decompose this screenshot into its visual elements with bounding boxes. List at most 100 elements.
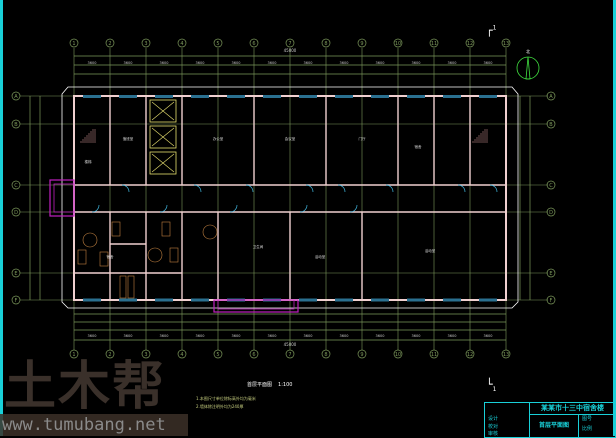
drawing-title: 首层平面图 1:100 xyxy=(247,381,292,388)
axis-bubble xyxy=(11,207,21,217)
sheet-name: 首层平面图 xyxy=(529,414,579,437)
window xyxy=(407,95,425,98)
section-mark-bottom: └1 xyxy=(486,378,497,394)
elevator-cross xyxy=(151,153,175,173)
axis-label: 5 xyxy=(216,41,219,47)
label-review: 审核 xyxy=(488,431,499,437)
axis-label: C xyxy=(14,183,18,189)
furniture-bed xyxy=(99,251,109,267)
room-label: 楼梯 xyxy=(85,159,92,164)
furniture-bed xyxy=(161,221,171,237)
dimension-text: 3600 xyxy=(232,334,241,338)
axis-label: 3 xyxy=(144,352,147,358)
axis-label: F xyxy=(15,298,18,304)
axis-label: D xyxy=(549,210,553,216)
dimension-text: 3600 xyxy=(268,334,277,338)
axis-bubble xyxy=(249,349,259,359)
dimension-text: 3600 xyxy=(412,61,421,65)
dimension-text: 3600 xyxy=(304,61,313,65)
project-name: 某某市十三中宿舍楼 xyxy=(529,403,615,415)
axis-label: A xyxy=(14,94,18,100)
viewport-left-edge xyxy=(0,0,3,436)
axis-bubble xyxy=(546,91,556,101)
window xyxy=(371,95,389,98)
elevator-cross xyxy=(151,127,175,147)
window xyxy=(335,95,353,98)
axis-bubble xyxy=(11,119,21,129)
elevator-shaft xyxy=(149,151,177,175)
axis-label: 8 xyxy=(324,352,327,358)
room-label: 值班室 xyxy=(123,136,134,141)
furniture-cabinet xyxy=(127,275,135,299)
north-arrow-pointer xyxy=(525,56,531,80)
elevator-cross xyxy=(151,101,175,121)
axis-label: B xyxy=(14,122,18,128)
watermark-logo: 土木帮 xyxy=(4,357,167,417)
dimension-text: 3600 xyxy=(376,334,385,338)
label-check: 校对 xyxy=(488,424,499,430)
axis-bubble xyxy=(501,38,511,48)
axis-label: 2 xyxy=(108,352,111,358)
entrance-canopy-inner xyxy=(53,183,75,213)
window xyxy=(443,95,461,98)
window xyxy=(479,95,497,98)
dimension-text: 3600 xyxy=(304,334,313,338)
door-swing xyxy=(337,184,346,193)
dimension-text: 3600 xyxy=(196,334,205,338)
axis-bubble xyxy=(357,38,367,48)
note-1: 1.本图尺寸单位除标高外均为毫米 xyxy=(196,396,256,401)
axis-label: 9 xyxy=(360,352,363,358)
window xyxy=(155,95,173,98)
axis-bubble xyxy=(249,38,259,48)
axis-label: 13 xyxy=(503,41,509,47)
drawing-title-text: 首层平面图 xyxy=(247,382,273,388)
axis-label: D xyxy=(14,210,18,216)
axis-label: 10 xyxy=(395,352,401,358)
window xyxy=(299,298,317,302)
axis-bubble xyxy=(69,349,79,359)
room-label: 卫生间 xyxy=(253,244,264,249)
door-swing xyxy=(229,204,238,213)
door-swing xyxy=(349,204,358,213)
axis-label: 10 xyxy=(395,41,401,47)
dimension-text: 3600 xyxy=(376,61,385,65)
dimension-text: 3600 xyxy=(448,61,457,65)
door-swing xyxy=(385,184,394,193)
dimension-text: 3600 xyxy=(484,334,493,338)
label-design: 设计 xyxy=(488,416,499,422)
dimension-text: 3600 xyxy=(412,334,421,338)
axis-label: C xyxy=(549,183,553,189)
elevator-shaft xyxy=(149,125,177,149)
window xyxy=(119,298,137,302)
axis-bubble xyxy=(321,349,331,359)
door-swing xyxy=(245,184,254,193)
window xyxy=(407,298,425,302)
axis-bubble xyxy=(213,38,223,48)
furniture-table xyxy=(82,232,98,248)
window xyxy=(83,298,101,302)
elevator-shaft xyxy=(149,99,177,123)
dimension-text: 3600 xyxy=(124,61,133,65)
room-label: 活动室 xyxy=(425,248,436,253)
axis-label: A xyxy=(549,94,553,100)
overall-dimension: 45000 xyxy=(284,342,297,347)
furniture-bed xyxy=(111,221,121,237)
door-swing xyxy=(489,184,498,193)
dimension-text: 3600 xyxy=(88,334,97,338)
room-label: 办公室 xyxy=(213,136,224,141)
axis-label: 3 xyxy=(144,41,147,47)
entrance-canopy xyxy=(213,299,299,313)
axis-bubble xyxy=(501,349,511,359)
axis-bubble xyxy=(141,349,151,359)
window xyxy=(155,298,173,302)
axis-label: 6 xyxy=(252,352,255,358)
drawing-scale: 1:100 xyxy=(278,382,293,388)
building-outline xyxy=(61,86,519,309)
viewport-right-edge xyxy=(613,0,616,436)
dimension-text: 3600 xyxy=(448,334,457,338)
furniture-table xyxy=(147,247,163,263)
door-swing xyxy=(299,204,308,213)
dimension-text: 3600 xyxy=(88,61,97,65)
dimension-text: 3600 xyxy=(160,61,169,65)
